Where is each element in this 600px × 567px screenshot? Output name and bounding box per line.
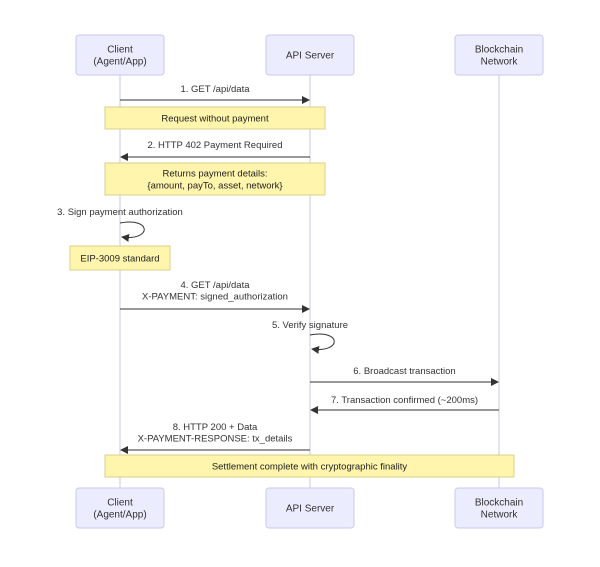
message-label: 2. HTTP 402 Payment Required — [147, 140, 282, 151]
message-label: 3. Sign payment authorization — [57, 207, 183, 218]
actor-box-api-bottom: API Server — [265, 487, 355, 529]
actor-label: Network — [481, 510, 519, 521]
message-1: 1. GET /api/data — [120, 84, 310, 104]
message-label: X-PAYMENT-RESPONSE: tx_details — [138, 434, 293, 445]
actor-label: Network — [481, 57, 519, 68]
message-label: 7. Transaction confirmed (~200ms) — [331, 395, 478, 406]
actor-label: API Server — [286, 51, 335, 62]
message-label: 8. HTTP 200 + Data — [173, 422, 258, 433]
note-text: Request without payment — [161, 114, 269, 125]
message-7: 7. Transaction confirmed (~200ms) — [310, 395, 499, 414]
message-label: 6. Broadcast transaction — [353, 366, 455, 377]
note-1: Request without payment — [104, 106, 326, 130]
actor-label: (Agent/App) — [93, 510, 146, 521]
actor-label: Blockchain — [475, 498, 523, 509]
message-3: 3. Sign payment authorization — [57, 207, 183, 242]
message-5: 5. Verify signature — [272, 320, 348, 354]
message-label: X-PAYMENT: signed_authorization — [142, 292, 288, 303]
note-text: Settlement complete with cryptographic f… — [212, 462, 408, 473]
self-loop-arrow — [309, 333, 335, 354]
note-text: Returns payment details: — [162, 169, 267, 180]
actor-label: Client — [107, 498, 133, 509]
actor-label: API Server — [286, 504, 335, 515]
message-6: 6. Broadcast transaction — [310, 366, 499, 386]
message-2: 2. HTTP 402 Payment Required — [120, 140, 310, 161]
note-4: Settlement complete with cryptographic f… — [104, 454, 515, 478]
message-label: 4. GET /api/data — [180, 280, 250, 291]
actor-box-client-top: Client(Agent/App) — [75, 34, 165, 76]
note-3: EIP-3009 standard — [69, 245, 171, 271]
actor-box-api-top: API Server — [265, 34, 355, 76]
note-text: {amount, payTo, asset, network} — [147, 181, 282, 192]
actor-label: (Agent/App) — [93, 57, 146, 68]
actor-box-client-bottom: Client(Agent/App) — [75, 487, 165, 529]
message-label: 5. Verify signature — [272, 320, 348, 331]
actor-label: Blockchain — [475, 45, 523, 56]
message-label: 1. GET /api/data — [180, 84, 250, 95]
note-text: EIP-3009 standard — [80, 254, 159, 265]
self-loop-arrow — [119, 221, 145, 242]
note-2: Returns payment details:{amount, payTo, … — [104, 162, 326, 196]
actor-label: Client — [107, 45, 133, 56]
